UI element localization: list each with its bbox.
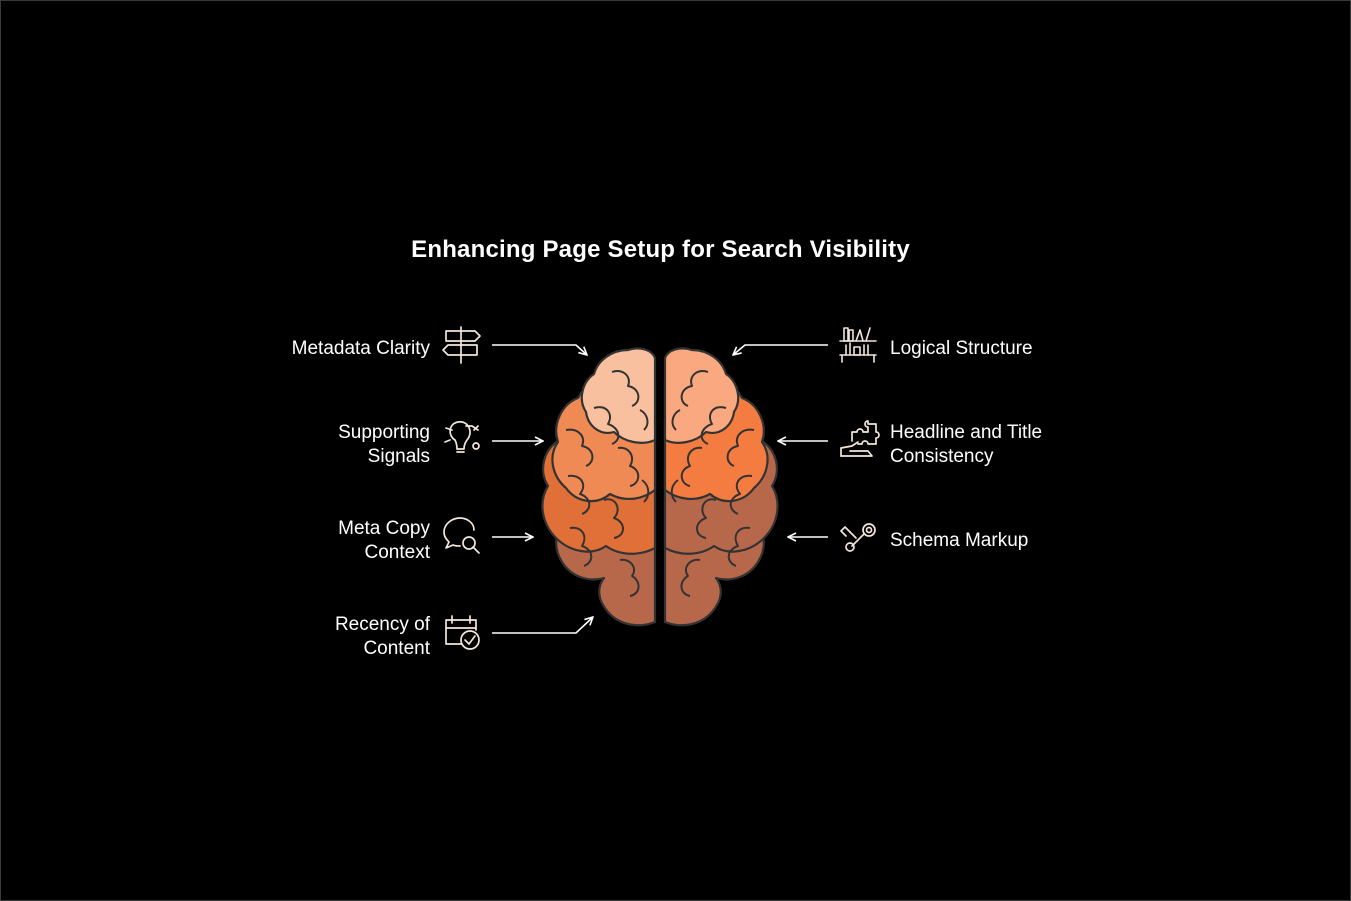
arrow-metadata-clarity xyxy=(492,344,587,355)
label-supporting-signals-text: Supporting Signals xyxy=(338,422,430,467)
label-meta-copy-context: Meta Copy Context xyxy=(230,517,430,565)
bookshelf-icon xyxy=(839,327,877,363)
brain-left-hemisphere xyxy=(541,347,657,627)
arrow-recency-of-content xyxy=(492,617,593,634)
label-meta-copy-context-text: Meta Copy Context xyxy=(338,518,430,563)
label-recency-of-content-text: Recency of Content xyxy=(334,614,430,659)
label-supporting-signals: Supporting Signals xyxy=(230,421,430,469)
brain-right-hemisphere xyxy=(663,347,779,627)
chat-search-icon xyxy=(443,517,480,554)
label-headline-title-consistency: Headline and Title Consistency xyxy=(890,422,1043,467)
lightbulb-icon xyxy=(444,421,480,453)
brain-right-top-lobe xyxy=(663,347,740,444)
brain-left-top-lobe xyxy=(580,347,657,444)
label-recency-of-content: Recency of Content xyxy=(230,613,430,661)
arrow-logical-structure xyxy=(733,344,828,355)
puzzle-hand-icon xyxy=(840,420,880,457)
label-logical-structure: Logical Structure xyxy=(890,338,1033,359)
wrench-icon xyxy=(840,523,876,552)
label-schema-markup: Schema Markup xyxy=(890,530,1029,551)
arrows xyxy=(492,344,828,634)
label-metadata-clarity: Metadata Clarity xyxy=(291,338,430,359)
calendar-check-icon xyxy=(445,615,480,650)
signpost-icon xyxy=(442,326,481,364)
diagram-title: Enhancing Page Setup for Search Visibili… xyxy=(411,236,910,263)
